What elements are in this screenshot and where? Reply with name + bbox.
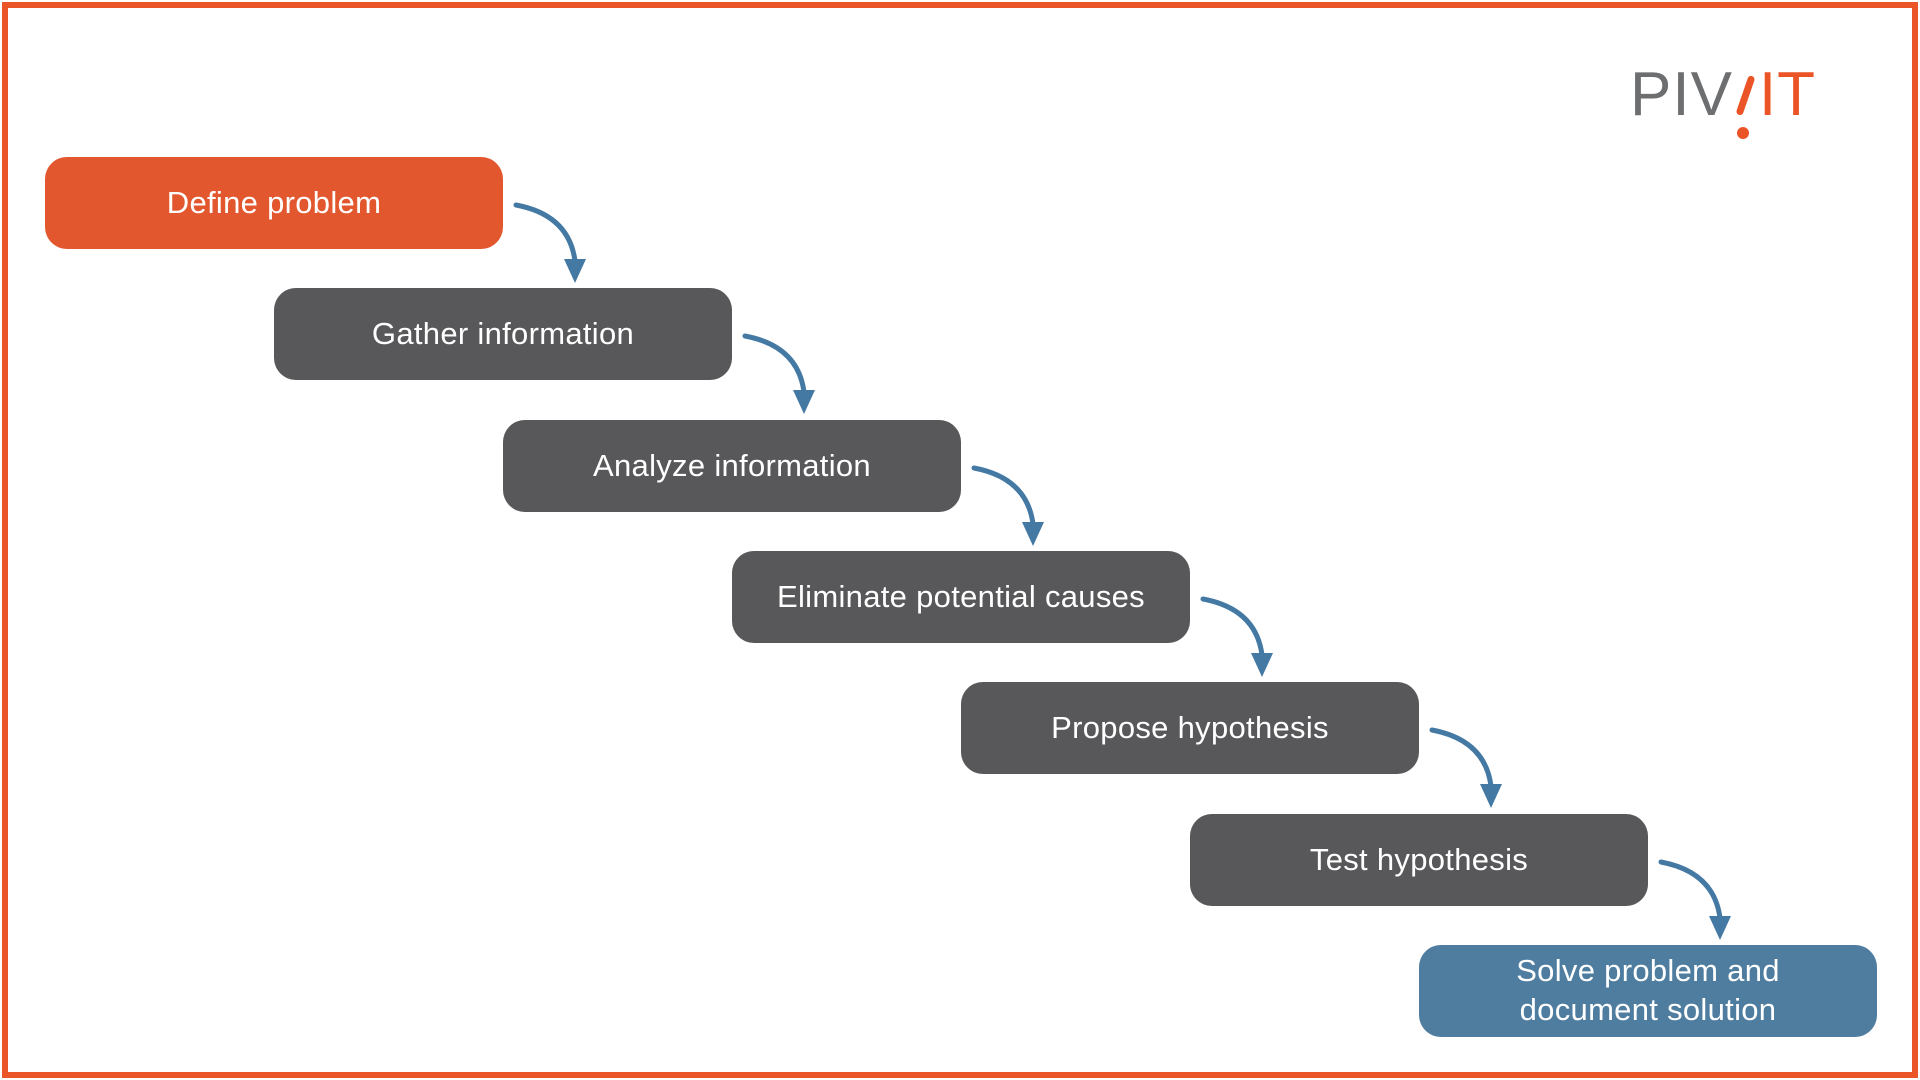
- flow-step-2: Gather information: [274, 288, 732, 380]
- flow-step-label: Propose hypothesis: [1051, 709, 1329, 745]
- flow-step-label: Test hypothesis: [1309, 841, 1529, 877]
- pivit-logo: PIV IT: [1630, 60, 1817, 139]
- flow-step-6: Test hypothesis: [1190, 814, 1648, 906]
- curved-down-arrow-icon: [1429, 727, 1502, 808]
- flow-step-label: Eliminate potential causes: [777, 578, 1145, 614]
- flow-step-1: Define problem: [45, 157, 503, 249]
- logo-exclamation-dot: [1736, 127, 1749, 139]
- logo-text-piv: PIV: [1630, 60, 1733, 129]
- curved-down-arrow-icon: [742, 333, 815, 414]
- logo-text-it: IT: [1758, 60, 1817, 129]
- curved-down-arrow-icon: [1200, 596, 1273, 677]
- logo-exclamation-icon: [1733, 64, 1759, 139]
- curved-down-arrow-icon: [1658, 859, 1731, 940]
- flow-step-label: Analyze information: [593, 447, 871, 483]
- flow-step-3: Analyze information: [503, 420, 961, 512]
- flow-step-label: Gather information: [371, 315, 635, 351]
- curved-down-arrow-icon: [513, 202, 586, 283]
- flow-step-4: Eliminate potential causes: [732, 551, 1190, 643]
- flow-step-5: Propose hypothesis: [961, 682, 1419, 774]
- flow-step-label: Solve problem and document solution: [1516, 953, 1780, 1027]
- flow-step-label: Define problem: [166, 184, 382, 220]
- flow-step-7: Solve problem and document solution: [1419, 945, 1877, 1037]
- curved-down-arrow-icon: [971, 465, 1044, 546]
